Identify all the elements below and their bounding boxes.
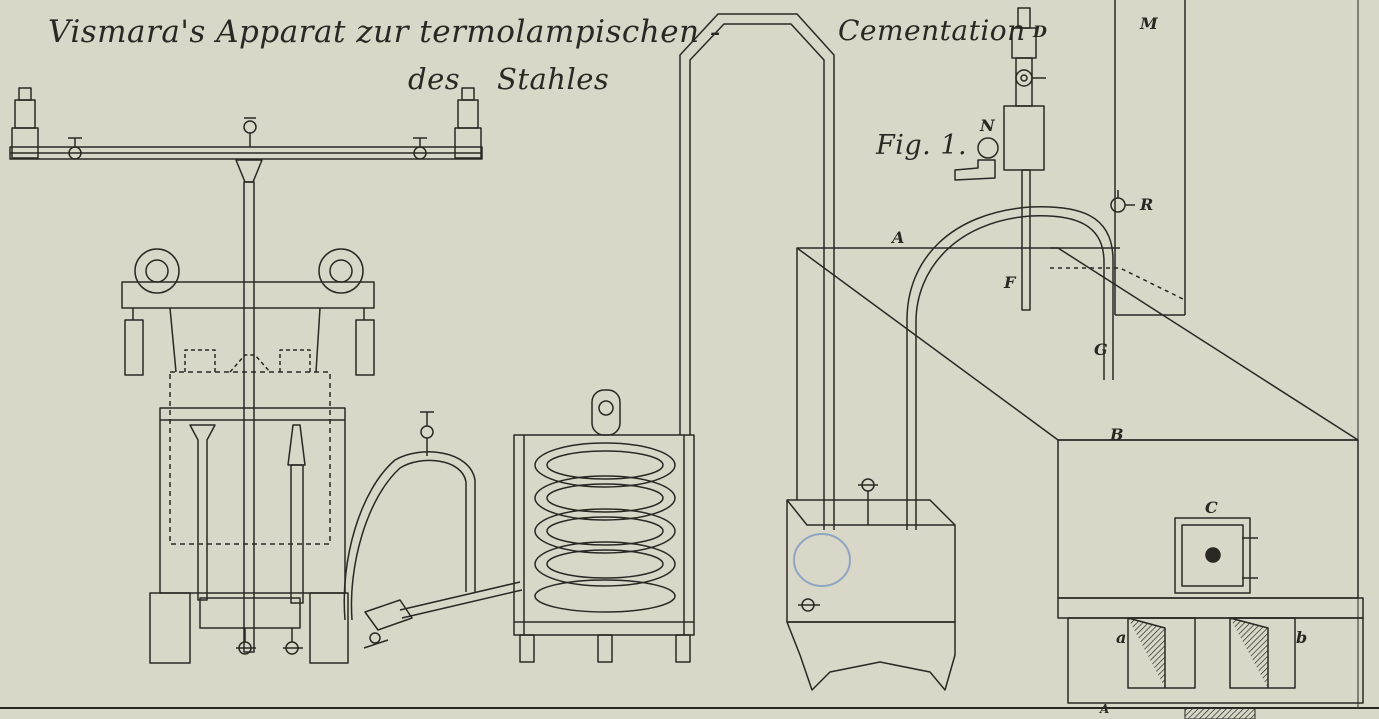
- connecting-hose: [343, 411, 523, 649]
- furnace: [796, 0, 1364, 704]
- plate-subtitle-des: des: [408, 62, 461, 96]
- label-M: M: [1140, 14, 1158, 33]
- left-lamp-apparatus: [9, 87, 483, 664]
- gas-lamp: [906, 7, 1135, 530]
- label-b: b: [1296, 628, 1308, 647]
- label-C: C: [1205, 498, 1218, 517]
- figure-label: Fig. 1.: [876, 130, 968, 161]
- label-F: F: [1004, 273, 1016, 292]
- label-D: D: [1033, 22, 1047, 41]
- cooling-coil: [513, 13, 835, 663]
- label-A: A: [892, 228, 905, 247]
- plate-subtitle-stahles: Stahles: [497, 62, 610, 96]
- label-A-bottom: A: [1100, 702, 1110, 716]
- label-N: N: [980, 116, 995, 135]
- label-G: G: [1094, 340, 1108, 359]
- receiver-box: [786, 478, 956, 691]
- label-R: R: [1140, 195, 1154, 214]
- label-a: a: [1116, 628, 1127, 647]
- plate-title: Vismara's Apparat zur termolampischen -: [48, 14, 721, 50]
- label-B: B: [1110, 425, 1124, 444]
- plate-title-continued: Cementation: [838, 14, 1026, 47]
